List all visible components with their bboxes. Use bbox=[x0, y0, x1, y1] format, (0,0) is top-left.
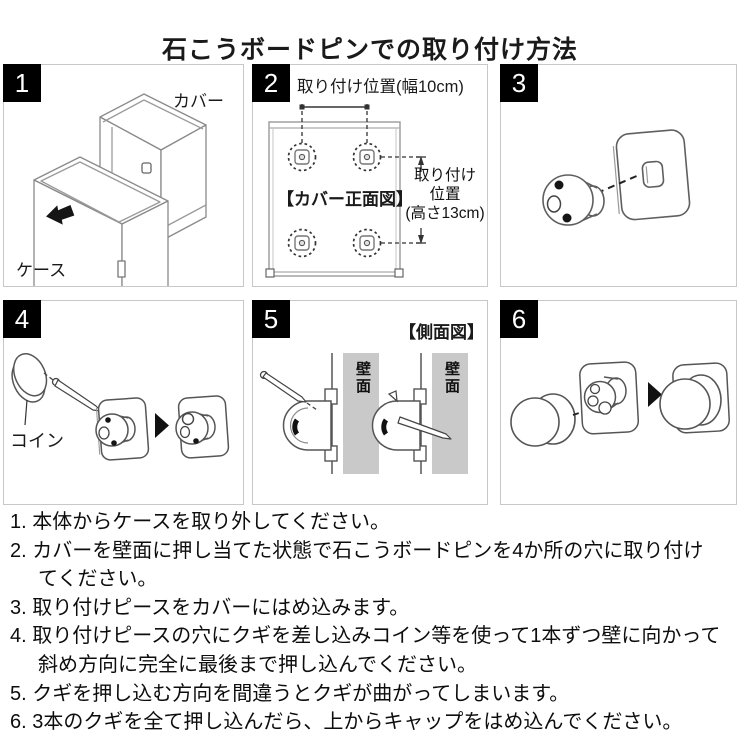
piece-insertion-illustration bbox=[542, 129, 691, 226]
case-drawing bbox=[33, 156, 169, 286]
case-label: ケース bbox=[16, 261, 67, 280]
instruction-item-3: 3. 取り付けピースをカバーにはめ込みます。 bbox=[10, 596, 410, 619]
wall-label-left: 壁面 bbox=[354, 361, 371, 395]
instruction-item-6: 6. 3本のクギを全て押し込んだら、上からキャップをはめ込んでください。 bbox=[10, 711, 683, 734]
instruction-item-4: 4. 取り付けピースの穴にクギを差し込みコイン等を使って1本ずつ壁に向かって斜め… bbox=[10, 625, 721, 676]
side-view-illustration bbox=[259, 353, 468, 474]
step-panel-2: 2 bbox=[252, 64, 488, 287]
width-dimension-label: 取り付け位置(幅10cm) bbox=[297, 78, 464, 96]
width-dimension bbox=[299, 101, 370, 143]
wall-label-right: 壁面 bbox=[443, 361, 460, 395]
cover-label: カバー bbox=[173, 92, 224, 111]
step-number-badge: 3 bbox=[500, 64, 538, 102]
mounting-piece-drawing bbox=[542, 174, 605, 226]
step-number-badge: 4 bbox=[3, 300, 41, 338]
instruction-item-2: 2. カバーを壁面に押し当てた状態で石こうボードピンを4か所の穴に取り付けてくだ… bbox=[10, 539, 704, 591]
height-dimension bbox=[381, 156, 426, 244]
front-view-caption: 【カバー正面図】 bbox=[277, 190, 413, 209]
piece-on-cover-drawing bbox=[579, 361, 640, 435]
instruction-list: 1. 本体からケースを取り外してください。 2. カバーを壁面に押し当てた状態で… bbox=[10, 508, 722, 737]
cap-installed-drawing bbox=[659, 362, 730, 434]
coin-label: コイン bbox=[10, 431, 64, 451]
height-dimension-label: 取り付け 位置 (高さ13cm) bbox=[403, 166, 487, 223]
step-number-badge: 6 bbox=[500, 300, 538, 338]
step-number-badge: 5 bbox=[252, 300, 290, 338]
cover-with-piece-before bbox=[95, 397, 150, 461]
height-label-line3: (高さ13cm) bbox=[405, 205, 485, 222]
coin-push-illustration bbox=[11, 353, 230, 461]
step-panel-3: 3 bbox=[500, 64, 737, 287]
step-panel-6: 6 bbox=[500, 300, 737, 505]
step-number-badge: 2 bbox=[252, 64, 290, 102]
instruction-item-5: 5. クギを押し込む方向を間違うとクギが曲がってしまいます。 bbox=[10, 682, 570, 705]
height-label-line1: 取り付け bbox=[413, 167, 476, 184]
wall-section-before bbox=[259, 353, 379, 474]
next-step-arrow-icon bbox=[648, 382, 662, 407]
coin-leader-line bbox=[24, 399, 28, 426]
case-removal-illustration bbox=[33, 93, 207, 286]
step-panel-5: 5 bbox=[252, 300, 488, 505]
insert-guide-dashed-line bbox=[596, 174, 640, 194]
step-panel-4: 4 bbox=[3, 300, 244, 505]
cover-plate-drawing bbox=[612, 129, 691, 221]
cap-installation-illustration bbox=[510, 361, 730, 447]
wall-section-after bbox=[371, 353, 468, 474]
coin-drawing bbox=[11, 353, 48, 403]
page-title: 石こうボードピンでの取り付け方法 bbox=[161, 35, 578, 64]
step-number-badge: 1 bbox=[3, 64, 41, 102]
remove-direction-arrow-icon bbox=[46, 205, 75, 225]
cover-with-piece-after bbox=[175, 395, 230, 459]
side-view-caption: 【側面図】 bbox=[399, 323, 484, 342]
step-panel-1: 1 カバー ケース bbox=[3, 64, 244, 287]
next-step-arrow-icon bbox=[155, 413, 169, 438]
cover-front-view-illustration bbox=[265, 101, 426, 278]
cap-drawing bbox=[510, 393, 576, 447]
height-label-line2: 位置 bbox=[429, 186, 461, 203]
pin-hole-markers bbox=[287, 142, 382, 258]
instruction-item-1: 1. 本体からケースを取り外してください。 bbox=[10, 511, 391, 533]
